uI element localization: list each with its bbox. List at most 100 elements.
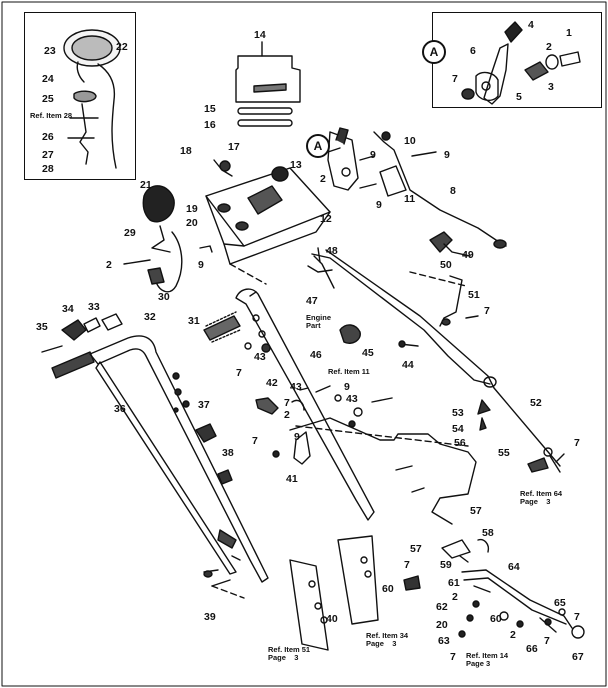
part-label: 46	[310, 349, 322, 361]
ref-item-34-note: Ref. Item 34 Page 3	[366, 631, 409, 648]
part-label: 43	[290, 381, 302, 393]
part-label: 34	[62, 303, 74, 315]
part-label: 9	[376, 199, 382, 211]
ref-item-14-note: Ref. Item 14 Page 3	[466, 651, 509, 668]
part-label: 9	[444, 149, 450, 161]
part-label: 7	[574, 611, 580, 623]
engine-part-note: Engine Part	[306, 313, 332, 330]
part-label: 12	[320, 213, 332, 225]
part-label: 1	[566, 27, 572, 39]
part-label: 7	[484, 305, 490, 317]
part-label: 49	[462, 249, 474, 261]
part-label: 16	[204, 119, 216, 131]
part-label: 9	[370, 149, 376, 161]
part-label: 55	[498, 447, 510, 459]
part-label: 62	[436, 601, 448, 613]
part-label: 10	[404, 135, 416, 147]
part-label: 2	[284, 409, 290, 421]
part-label: 48	[326, 245, 338, 257]
part-label: 47	[306, 295, 318, 307]
detail-a-callout: A	[422, 40, 446, 64]
part-label: 28	[42, 163, 54, 175]
part-label: 36	[114, 403, 126, 415]
part-label: 29	[124, 227, 136, 239]
part-label: 42	[266, 377, 278, 389]
part-label: 2	[452, 591, 458, 603]
part-label: 8	[450, 185, 456, 197]
part-label: 67	[572, 651, 584, 663]
part-label: 64	[508, 561, 520, 573]
part-label: 20	[436, 619, 448, 631]
part-label: 7	[236, 367, 242, 379]
part-label: 30	[158, 291, 170, 303]
part-label: 43	[346, 393, 358, 405]
part-label: 59	[440, 559, 452, 571]
part-label: 60	[490, 613, 502, 625]
part-label: 63	[438, 635, 450, 647]
part-label: 51	[468, 289, 480, 301]
part-label: 21	[140, 179, 152, 191]
part-label: 27	[42, 149, 54, 161]
part-label: 33	[88, 301, 100, 313]
part-label: 66	[526, 643, 538, 655]
part-label: 57	[470, 505, 482, 517]
part-label: 37	[198, 399, 210, 411]
part-label: 18	[180, 145, 192, 157]
part-label: 38	[222, 447, 234, 459]
part-label: 2	[510, 629, 516, 641]
part-label: 11	[404, 193, 416, 205]
part-label: 25	[42, 93, 54, 105]
part-label: 19	[186, 203, 198, 215]
part-label: 24	[42, 73, 54, 85]
part-label: 7	[404, 559, 410, 571]
part-label: 44	[402, 359, 414, 371]
part-label: 9	[344, 381, 350, 393]
part-label: 57	[410, 543, 422, 555]
part-label: 2	[106, 259, 112, 271]
part-label: 4	[528, 19, 534, 31]
part-label: 7	[574, 437, 580, 449]
part-label: 2	[546, 41, 552, 53]
part-label: 7	[450, 651, 456, 663]
part-label: 52	[530, 397, 542, 409]
part-label: 53	[452, 407, 464, 419]
part-label: 7	[252, 435, 258, 447]
ref-item-11-note: Ref. Item 11	[328, 367, 370, 376]
ref-item-64-note: Ref. Item 64 Page 3	[520, 489, 563, 506]
part-label: 13	[290, 159, 302, 171]
part-label: 31	[188, 315, 200, 327]
part-label: 58	[482, 527, 494, 539]
part-label: 26	[42, 131, 54, 143]
part-label: 9	[294, 431, 300, 443]
part-label: 3	[548, 81, 554, 93]
part-label: 2	[320, 173, 326, 185]
part-label: 43	[254, 351, 266, 363]
part-label: 54	[452, 423, 464, 435]
part-label: 35	[36, 321, 48, 333]
part-label: 22	[116, 41, 128, 53]
headlight-detail-frame	[24, 12, 136, 180]
part-label: 15	[204, 103, 216, 115]
part-label: 9	[198, 259, 204, 271]
part-label: 45	[362, 347, 374, 359]
detail-a-marker: A	[306, 134, 330, 158]
part-label: 56	[454, 437, 466, 449]
part-label: 20	[186, 217, 198, 229]
part-label: 14	[254, 29, 266, 41]
part-label: 5	[516, 91, 522, 103]
part-label: 50	[440, 259, 452, 271]
part-label: 39	[204, 611, 216, 623]
part-label: 65	[554, 597, 566, 609]
ref-item-51-note: Ref. Item 51 Page 3	[268, 645, 311, 662]
part-label: 32	[144, 311, 156, 323]
part-label: 60	[382, 583, 394, 595]
part-label: 7	[544, 635, 550, 647]
part-label: 23	[44, 45, 56, 57]
part-label: 7	[452, 73, 458, 85]
ref-item-28-note: Ref. Item 28	[30, 111, 73, 120]
part-label: 17	[228, 141, 240, 153]
part-label: 40	[326, 613, 338, 625]
part-label: 61	[448, 577, 460, 589]
